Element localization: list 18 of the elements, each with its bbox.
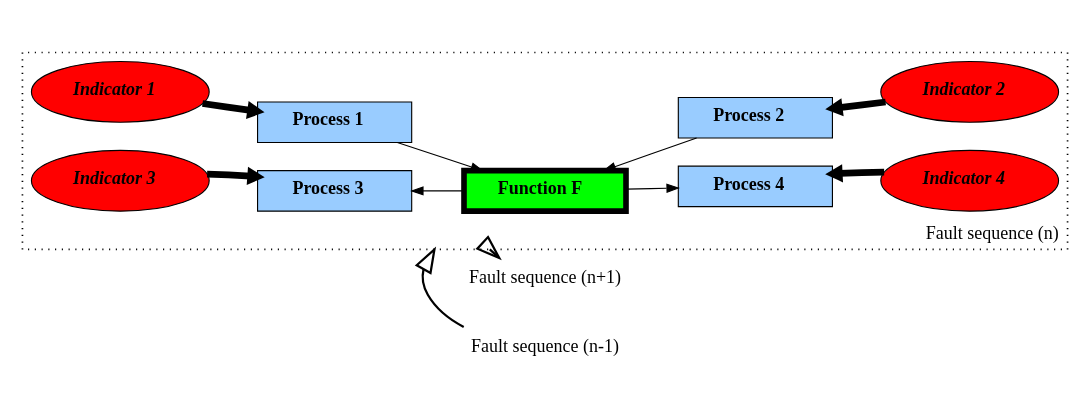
- node-box: Process 2: [677, 96, 833, 139]
- arrow: [825, 163, 885, 182]
- arrow: [625, 183, 680, 193]
- arrow: [202, 99, 265, 119]
- node-ellipse: Indicator 3: [30, 149, 210, 212]
- node-box: Process 1: [257, 100, 413, 143]
- arrow: [414, 245, 465, 328]
- node-box: Process 4: [677, 165, 833, 207]
- arrow: [410, 185, 465, 196]
- node-box: Function F: [461, 167, 629, 214]
- node-ellipse: Indicator 1: [30, 60, 210, 123]
- node-ellipse: Indicator 2: [880, 60, 1060, 123]
- arrow: [825, 97, 886, 116]
- node-ellipse: Indicator 4: [880, 149, 1060, 212]
- node-text: Fault sequence (n+1): [468, 266, 622, 287]
- node-box: Process 3: [257, 169, 413, 212]
- arrow: [206, 166, 265, 185]
- node-text: Fault sequence (n-1): [471, 335, 619, 356]
